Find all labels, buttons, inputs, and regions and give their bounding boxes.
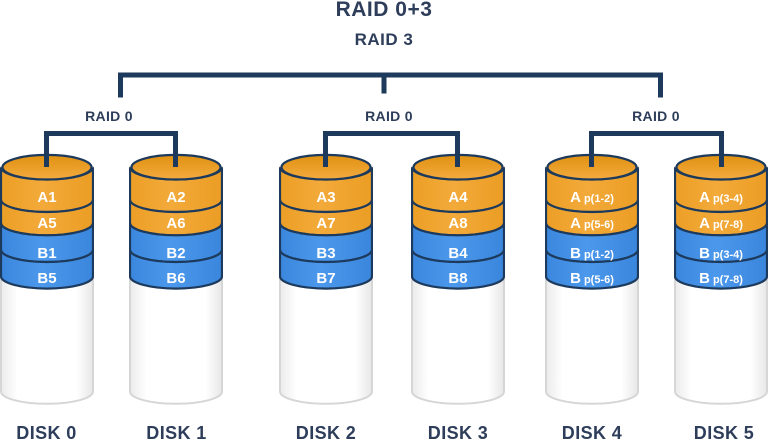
band-label: A7 — [316, 215, 335, 232]
raid0-group-label-3: RAID 0 — [632, 108, 680, 124]
raid3-subtitle: RAID 3 — [354, 30, 414, 49]
band-label: A5 — [37, 215, 56, 232]
disk-0: A1 A5 B1 B5 — [0, 153, 94, 405]
page-title: RAID 0+3 — [335, 0, 433, 21]
disk-top-ellipse — [546, 153, 638, 181]
band-label: A8 — [448, 215, 467, 232]
disk-top-ellipse — [130, 153, 222, 181]
band-label: A1 — [37, 189, 56, 206]
band-label: A6 — [166, 215, 185, 232]
main-trunk-line — [118, 72, 663, 98]
disk-1: A2 A6 B2 B6 — [129, 153, 223, 405]
disk-band — [674, 249, 768, 290]
band-label: A4 — [448, 189, 468, 206]
band-label: B3 — [316, 245, 335, 262]
disk-label: DISK 0 — [16, 423, 77, 443]
disk-label: DISK 5 — [693, 423, 755, 443]
disk-band — [129, 249, 223, 290]
band-label: A2 — [166, 189, 185, 206]
raid0-group-label-1: RAID 0 — [85, 108, 133, 124]
disk-label: DISK 2 — [295, 423, 357, 443]
band-label: B7 — [316, 270, 335, 287]
raid0-group-label-2: RAID 0 — [365, 108, 413, 124]
disk-band — [0, 249, 94, 290]
band-label: B6 — [166, 270, 185, 287]
band-label: B1 — [37, 245, 56, 262]
band-label: B5 — [37, 270, 56, 287]
disk-label: DISK 3 — [427, 423, 489, 443]
band-label: B8 — [448, 270, 467, 287]
disk-top-ellipse — [675, 153, 767, 181]
band-label: A3 — [316, 189, 335, 206]
disk-label: DISK 4 — [561, 423, 623, 443]
disk-band — [545, 249, 639, 290]
disk-top-ellipse — [412, 153, 504, 181]
disk-3: A4 A8 B4 B8 — [411, 153, 505, 405]
disk-top-ellipse — [1, 153, 93, 181]
disk-top-ellipse — [280, 153, 372, 181]
disk-label: DISK 1 — [146, 423, 207, 443]
disk-band — [411, 249, 505, 290]
band-label: B4 — [448, 245, 468, 262]
band-label: B2 — [166, 245, 185, 262]
disk-band — [279, 249, 373, 290]
disk-2: A3 A7 B3 B7 — [279, 153, 373, 405]
